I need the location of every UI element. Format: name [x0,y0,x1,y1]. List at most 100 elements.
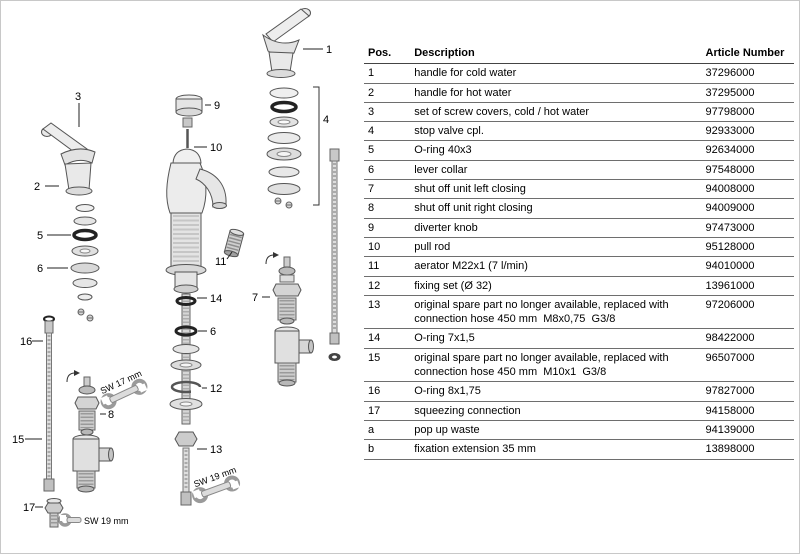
description-cell: O-ring 40x3 [410,140,702,161]
aerator-drawing [223,228,245,258]
bracket-pos4 [313,86,320,206]
pos-cell: 8 [364,198,411,219]
article-cell: 97548000 [701,160,794,181]
article-cell: 97827000 [701,381,794,402]
callout-17: 17 [23,502,35,514]
article-cell: 94009000 [701,198,794,219]
description-cell: pop up waste [410,420,702,441]
description-cell: O-ring 7x1,5 [410,328,702,349]
handle-cold-water-drawing [262,8,311,78]
callout-13: 13 [210,444,222,456]
article-cell: 37295000 [701,83,794,103]
callout-15: 15 [12,434,24,446]
lever-collar-stack-drawing [70,204,100,322]
description-cell: original spare part no longer available,… [410,295,702,330]
article-cell: 94010000 [701,256,794,277]
table-header-row: Pos. Description Article Number [364,45,794,65]
description-cell: fixing set (Ø 32) [410,276,702,296]
direction-arrow-icon [66,370,80,383]
callout-11: 11 [215,256,226,268]
pos-cell: 12 [364,276,411,296]
pos-cell: 13 [364,295,411,330]
pos-cell: 3 [364,102,411,123]
callout-3: 3 [75,91,81,103]
article-cell: 97473000 [701,218,794,238]
pos-cell: 11 [364,256,411,277]
shank-and-fixing-set-drawing [169,293,203,506]
direction-arrow-icon [265,252,279,265]
pos-cell: 2 [364,83,411,103]
shut-off-unit-right-drawing [66,370,100,436]
pos-cell: 4 [364,121,411,142]
wrench-icon: SW 19 mm [58,513,129,527]
callout-7: 7 [252,292,258,304]
article-cell: 92634000 [701,140,794,161]
description-cell: O-ring 8x1,75 [410,381,702,402]
description-cell: set of screw covers, cold / hot water [410,102,702,123]
screw-icon [285,201,293,209]
description-cell: pull rod [410,237,702,258]
article-cell: 92933000 [701,121,794,142]
pos-cell: 7 [364,179,411,200]
callout-8: 8 [108,409,114,421]
description-cell: handle for hot water [410,83,702,103]
description-cell: aerator M22x1 (7 l/min) [410,256,702,277]
screw-icon [77,308,85,316]
callout-5: 5 [37,230,43,242]
connection-hose-left-drawing [43,315,55,492]
col-header-description: Description [410,45,702,65]
pos-cell: 17 [364,401,411,421]
shut-off-unit-left-drawing [265,252,302,325]
wrench-icon: SW 17 mm [99,368,148,410]
article-cell: 98422000 [701,328,794,349]
stop-valve-body-left-drawing [72,434,114,493]
callout-9: 9 [214,100,220,112]
description-cell: squeezing connection [410,401,702,421]
article-cell: 96507000 [701,348,794,383]
description-cell: shut off unit left closing [410,179,702,200]
callout-1: 1 [326,44,332,56]
description-cell: handle for cold water [410,63,702,84]
pos-cell: 16 [364,381,411,402]
pos-cell: 14 [364,328,411,349]
callout-6b: 6 [210,326,216,338]
description-cell: lever collar [410,160,702,181]
callout-2: 2 [34,181,40,193]
description-cell: stop valve cpl. [410,121,702,142]
pos-cell: 10 [364,237,411,258]
description-cell: diverter knob [410,218,702,238]
pos-cell: 6 [364,160,411,181]
exploded-view-svg: SW 17 mm SW 19 mm SW 19 mm [12,8,341,528]
description-cell: original spare part no longer available,… [410,348,702,383]
stop-valve-body-right-drawing [274,326,314,387]
pos-cell: 9 [364,218,411,238]
article-cell: 97798000 [701,102,794,123]
leader-lines [25,48,323,508]
col-header-pos: Pos. [364,45,411,65]
article-cell: 97206000 [701,295,794,330]
faucet-body-drawing [165,148,227,294]
stop-valve-stack-drawing [266,86,320,209]
col-header-article-number: Article Number [701,45,794,65]
wrench-size-label: SW 19 mm [84,516,129,526]
pos-cell: 15 [364,348,411,383]
squeezing-connection-drawing [44,498,64,528]
article-cell: 13898000 [701,439,794,460]
